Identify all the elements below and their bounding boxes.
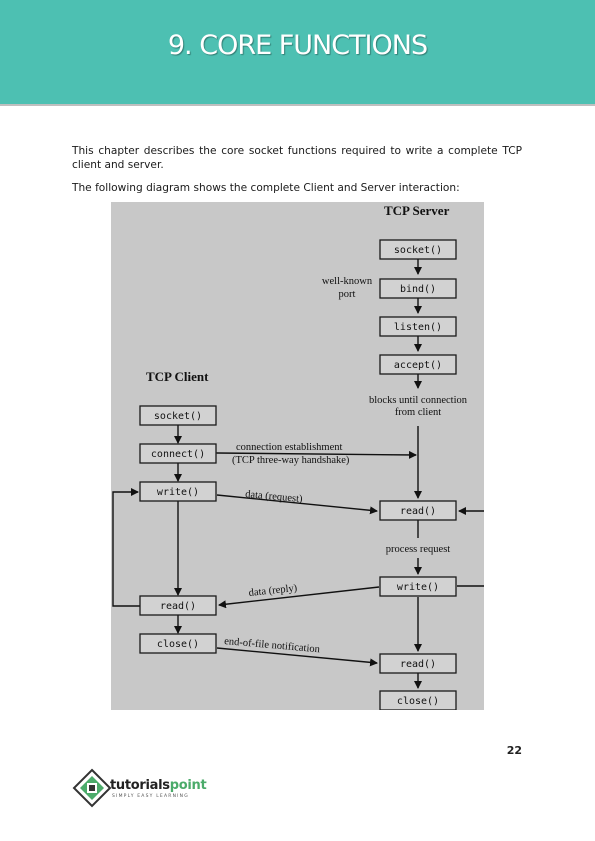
page-number: 22 bbox=[506, 744, 522, 757]
client-close-label: close() bbox=[157, 639, 199, 650]
client-read-label: read() bbox=[160, 601, 196, 612]
client-connect-label: connect() bbox=[151, 449, 205, 460]
well-known-label: well-known bbox=[322, 276, 373, 287]
connection-label: connection establishment bbox=[236, 442, 343, 453]
data-reply-label: data (reply) bbox=[248, 583, 298, 599]
chapter-banner: 9. CORE FUNCTIONS bbox=[0, 0, 595, 106]
logo-tagline: SIMPLY EASY LEARNING bbox=[112, 794, 189, 799]
server-accept-box bbox=[379, 354, 457, 375]
server-listen-box bbox=[379, 316, 457, 337]
data-request-label: data (request) bbox=[245, 489, 304, 505]
logo-text-main: tutorials bbox=[110, 778, 170, 793]
client-socket-box bbox=[139, 405, 217, 426]
server-socket-box bbox=[379, 239, 457, 260]
server-close-box bbox=[379, 690, 457, 710]
chapter-title: 9. CORE FUNCTIONS bbox=[167, 30, 428, 61]
from-client-label: from client bbox=[395, 407, 441, 418]
client-write-box bbox=[139, 481, 217, 502]
logo-text-accent: point bbox=[169, 778, 207, 793]
server-read2-label: read() bbox=[400, 659, 436, 670]
server-write-box bbox=[379, 576, 457, 597]
server-listen-label: listen() bbox=[394, 322, 442, 333]
port-label: port bbox=[339, 289, 356, 300]
server-write-label: write() bbox=[397, 582, 439, 593]
client-close-box bbox=[139, 633, 217, 654]
server-read-box bbox=[379, 500, 457, 521]
server-accept-label: accept() bbox=[394, 360, 442, 371]
eof-arrow bbox=[216, 647, 378, 667]
server-title: TCP Server bbox=[384, 203, 450, 218]
server-close-label: close() bbox=[397, 696, 439, 707]
server-socket-label: socket() bbox=[394, 245, 442, 256]
diagram-intro-paragraph: The following diagram shows the complete… bbox=[72, 182, 460, 194]
intro-paragraph: This chapter describes the core socket f… bbox=[72, 145, 522, 171]
server-bind-label: bind() bbox=[400, 284, 436, 295]
server-read-label: read() bbox=[400, 506, 436, 517]
client-read-box bbox=[139, 595, 217, 616]
client-server-diagram: TCP Server TCP Client socket() bind() bbox=[111, 202, 484, 710]
blocks-label: blocks until connection bbox=[369, 395, 468, 406]
logo-diamond-icon bbox=[72, 768, 112, 808]
server-read2-box bbox=[379, 653, 457, 674]
process-request-label: process request bbox=[386, 544, 451, 555]
handshake-label: (TCP three-way handshake) bbox=[232, 455, 350, 466]
logo-text: tutorialspoint bbox=[110, 778, 207, 793]
reply-arrow bbox=[218, 586, 380, 609]
tutorialspoint-logo: tutorialspoint SIMPLY EASY LEARNING bbox=[72, 768, 222, 812]
client-socket-label: socket() bbox=[154, 411, 202, 422]
client-write-label: write() bbox=[157, 487, 199, 498]
client-loop bbox=[112, 488, 140, 607]
request-arrow bbox=[216, 494, 378, 515]
server-bind-box bbox=[379, 278, 457, 299]
handshake-arrow bbox=[209, 448, 417, 459]
client-title: TCP Client bbox=[146, 369, 209, 384]
client-connect-box bbox=[139, 443, 217, 464]
